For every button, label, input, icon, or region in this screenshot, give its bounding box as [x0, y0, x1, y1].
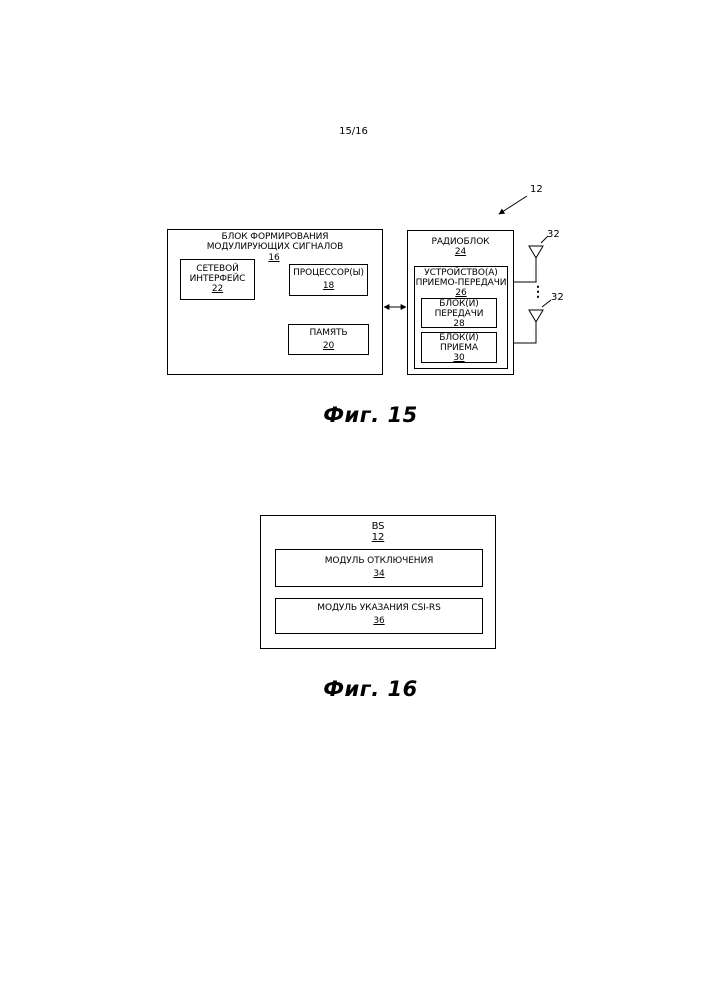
- antenna-ref-bottom-leader: [542, 300, 551, 307]
- node-ref-label: 12: [530, 184, 543, 195]
- bs-label: BS 12: [260, 521, 496, 543]
- figure-16-caption: Фиг. 16: [0, 677, 707, 701]
- antenna-ref-top: 32: [547, 229, 560, 240]
- processor-label: ПРОЦЕССОР(Ы) 18: [289, 268, 368, 291]
- transmitter-label: БЛОК(И) ПЕРЕДАЧИ 28: [421, 299, 497, 329]
- transceiver-label: УСТРОЙСТВО(А) ПРИЕМО-ПЕРЕДАЧИ 26: [414, 268, 508, 298]
- radio-unit-label: РАДИОБЛОК 24: [407, 237, 514, 257]
- antenna-top-icon: [529, 246, 543, 258]
- memory-label: ПАМЯТЬ 20: [288, 328, 369, 351]
- antenna-ref-bottom: 32: [551, 292, 564, 303]
- figure-15-caption: Фиг. 15: [0, 403, 707, 427]
- network-interface-label: СЕТЕВОЙ ИНТЕРФЕЙС 22: [180, 264, 255, 294]
- baseband-unit-ref: 16: [263, 253, 285, 263]
- receiver-label: БЛОК(И) ПРИЕМА 30: [421, 333, 497, 363]
- node-ref-arrow: [499, 196, 527, 214]
- csirs-module-label: МОДУЛЬ УКАЗАНИЯ CSI-RS 36: [275, 603, 483, 626]
- disable-module-label: МОДУЛЬ ОТКЛЮЧЕНИЯ 34: [275, 556, 483, 579]
- antenna-bottom-icon: [529, 310, 543, 322]
- baseband-unit-title: БЛОК ФОРМИРОВАНИЯ МОДУЛИРУЮЩИХ СИГНАЛОВ: [167, 232, 383, 252]
- antenna-ellipsis: ⋮: [531, 284, 545, 298]
